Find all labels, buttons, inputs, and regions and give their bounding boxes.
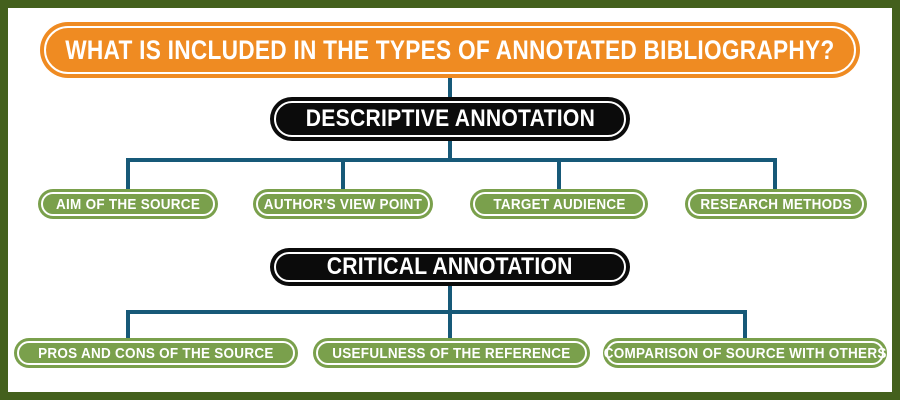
heading-critical-annotation: CRITICAL ANNOTATION [274,252,626,282]
leaf-label: RESEARCH METHODS [700,195,852,213]
leaf-target-audience: TARGET AUDIENCE [473,192,645,216]
connector-descriptive-drop-3 [557,158,561,189]
connector-descriptive-drop-1 [126,158,130,189]
connector-critical-drop-1 [126,310,130,338]
connector-root [448,78,452,97]
connector-critical-drop-2 [448,310,452,338]
title-text: WHAT IS INCLUDED IN THE TYPES OF ANNOTAT… [65,34,835,65]
connector-descriptive-drop-4 [773,158,777,189]
leaf-label: TARGET AUDIENCE [492,195,626,213]
connector-descriptive-bar [126,158,777,162]
leaf-label: USEFULNESS OF THE REFERENCE [332,344,571,362]
leaf-label: AIM OF THE SOURCE [55,195,201,213]
title-banner: WHAT IS INCLUDED IN THE TYPES OF ANNOTAT… [44,26,856,74]
connector-critical-drop-3 [743,310,747,338]
connector-critical-bar [126,310,747,314]
leaf-pros-and-cons-of-the-source: PROS AND CONS OF THE SOURCE [17,341,295,365]
leaf-label: AUTHOR'S VIEW POINT [263,195,423,213]
leaf-label: COMPARISON OF SOURCE WITH OTHERS [603,344,887,362]
heading-descriptive-text: DESCRIPTIVE ANNOTATION [305,105,595,132]
leaf-aim-of-the-source: AIM OF THE SOURCE [41,192,215,216]
connector-descriptive-drop-2 [341,158,345,189]
leaf-usefulness-of-the-reference: USEFULNESS OF THE REFERENCE [316,341,587,365]
connector-descriptive-stem [448,141,452,158]
leaf-label: PROS AND CONS OF THE SOURCE [38,344,274,362]
connector-critical-stem [448,286,452,310]
heading-critical-text: CRITICAL ANNOTATION [327,253,573,280]
leaf-research-methods: RESEARCH METHODS [688,192,864,216]
heading-descriptive-annotation: DESCRIPTIVE ANNOTATION [274,101,626,137]
leaf-authors-view-point: AUTHOR'S VIEW POINT [256,192,430,216]
leaf-comparison-of-source-with-others: COMPARISON OF SOURCE WITH OTHERS [603,341,887,365]
